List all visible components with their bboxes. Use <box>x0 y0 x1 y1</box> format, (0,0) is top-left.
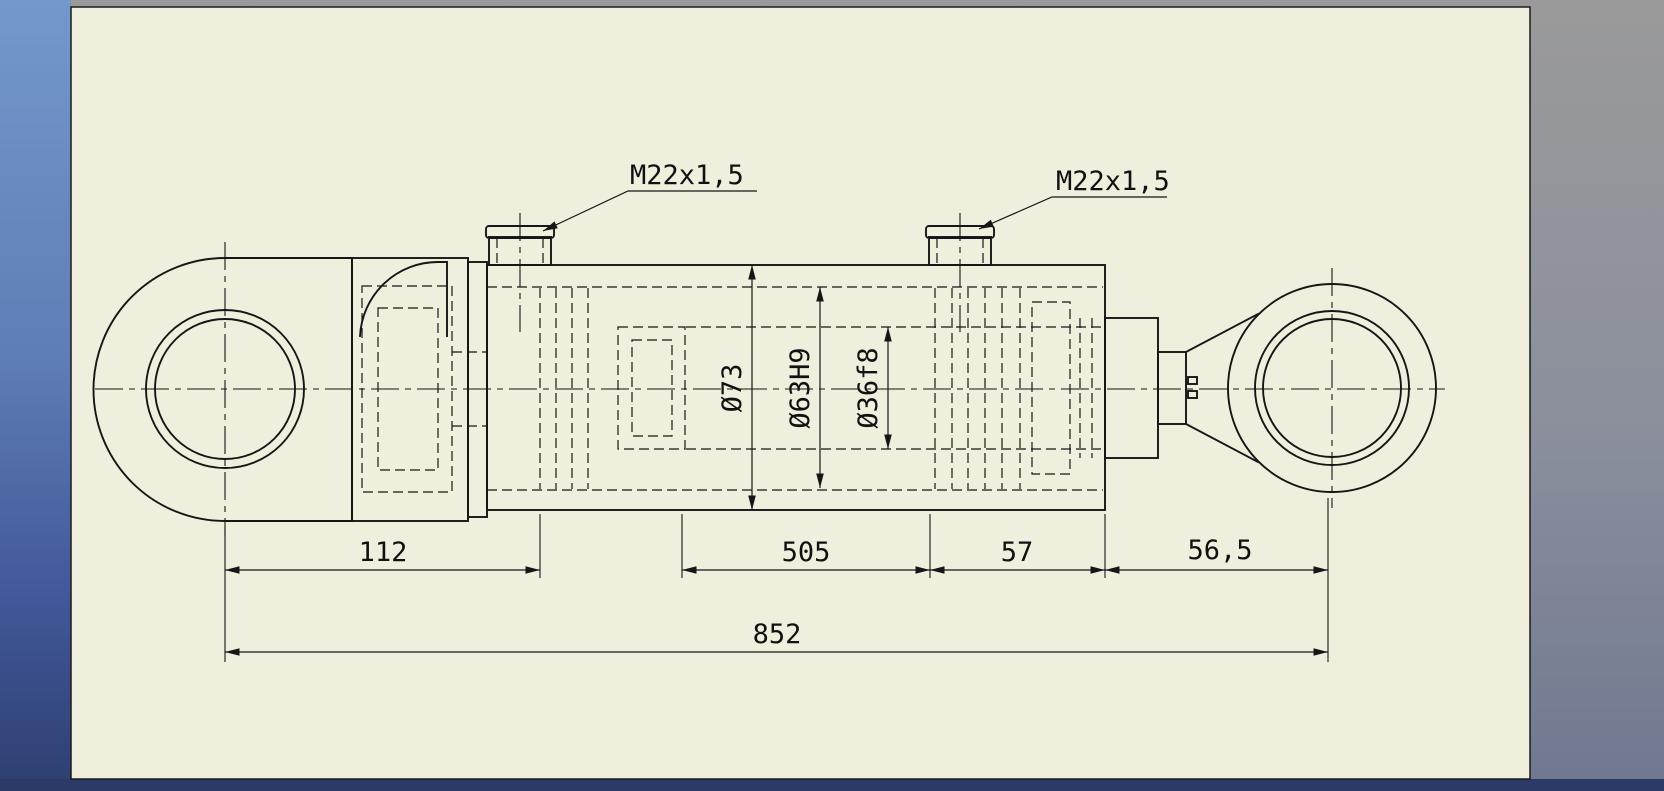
dimension-diameter-63H9: Ø63H9 <box>785 287 824 488</box>
dimension-diameter-36f8: Ø36f8 <box>853 327 892 449</box>
port-callout-1: M22x1,5 <box>542 160 757 232</box>
dimension-diameter-36f8-label: Ø36f8 <box>853 347 884 428</box>
dimension-diameter-73-label: Ø73 <box>717 364 748 413</box>
dimension-112-label: 112 <box>359 537 408 568</box>
dimension-57: 57 <box>930 537 1105 574</box>
dimension-diameter-73: Ø73 <box>717 265 756 510</box>
dimension-56-5-label: 56,5 <box>1187 535 1252 566</box>
port-callout-2-label: M22x1,5 <box>1056 166 1170 197</box>
dimension-852: 852 <box>225 619 1328 656</box>
dimension-112: 112 <box>225 537 540 574</box>
port-2 <box>925 225 995 266</box>
dimension-505-label: 505 <box>782 537 831 568</box>
dimension-852-label: 852 <box>753 619 802 650</box>
dimension-505: 505 <box>682 537 930 574</box>
centerlines <box>95 213 1445 536</box>
port-callout-1-label: M22x1,5 <box>630 160 744 191</box>
dimension-56-5: 56,5 <box>1105 535 1328 574</box>
viewport-bottom-bar <box>0 779 1664 791</box>
rod-head-and-rod <box>1104 312 1260 464</box>
hidden-lines <box>361 238 1103 493</box>
dimension-diameter-63H9-label: Ø63H9 <box>785 347 816 428</box>
viewport-gradient-left <box>0 0 71 791</box>
port-callout-2: M22x1,5 <box>978 166 1170 230</box>
rod-end-eye <box>1227 283 1437 493</box>
dimension-57-label: 57 <box>1001 537 1034 568</box>
port-1 <box>485 225 555 266</box>
